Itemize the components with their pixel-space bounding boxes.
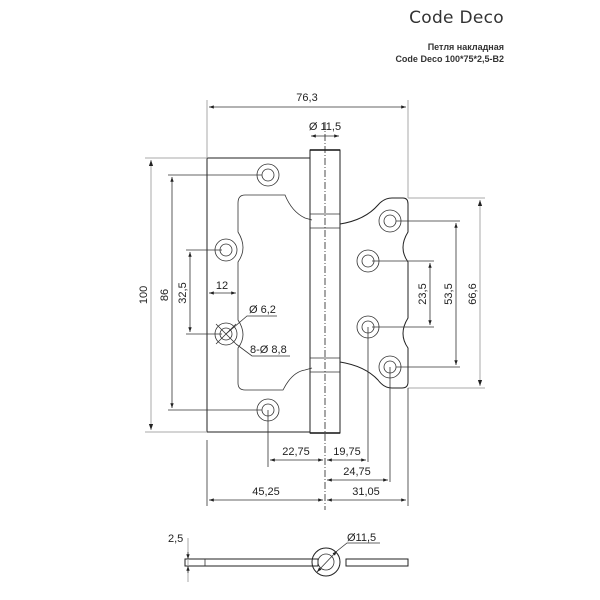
label-side-pin-diameter: Ø11,5 — [347, 532, 376, 544]
label-countersink: Ø 6,2 — [249, 304, 276, 316]
label-thickness: 2,5 — [168, 533, 183, 545]
left-leaf-recess — [237, 194, 313, 391]
right-leaf-outline — [339, 197, 409, 389]
label-hole-pitch: 32,5 — [177, 282, 189, 303]
side-right-leaf — [345, 558, 409, 567]
label-overall-width: 76,3 — [296, 92, 317, 104]
label-axis-to-right-outer: 24,75 — [343, 466, 371, 478]
label-right-leaf-height: 66,6 — [467, 283, 479, 304]
label-overall-height: 100 — [138, 286, 150, 304]
leader-countersink — [225, 315, 277, 335]
label-right-inner-pitch: 23,5 — [417, 283, 429, 304]
label-right-width: 31,05 — [352, 486, 380, 498]
dimension-lines — [145, 100, 485, 506]
left-leaf-outline — [206, 157, 310, 433]
product-model: Code Deco 100*75*2,5-B2 — [395, 54, 504, 64]
label-pin-diameter: Ø 11,5 — [309, 121, 341, 133]
product-caption: Петля накладная Code Deco 100*75*2,5-B2 — [395, 41, 504, 65]
label-left-width: 45,25 — [252, 486, 280, 498]
label-hole-offset: 12 — [216, 280, 228, 292]
label-left-hole-to-axis: 22,75 — [282, 446, 310, 458]
dim-side-pin-line — [316, 550, 338, 573]
leader-holes — [235, 343, 290, 357]
side-knuckle-outer — [311, 547, 341, 577]
label-holes-spec: 8-Ø 8,8 — [250, 344, 287, 356]
brand-logo: Code Deco — [409, 8, 504, 28]
side-view — [184, 538, 409, 582]
label-axis-to-right-inner: 19,75 — [333, 446, 361, 458]
label-hole-span: 86 — [159, 289, 171, 301]
label-right-outer-pitch: 53,5 — [443, 283, 455, 304]
product-type: Петля накладная — [427, 42, 504, 52]
leader-side-pin — [336, 542, 380, 552]
